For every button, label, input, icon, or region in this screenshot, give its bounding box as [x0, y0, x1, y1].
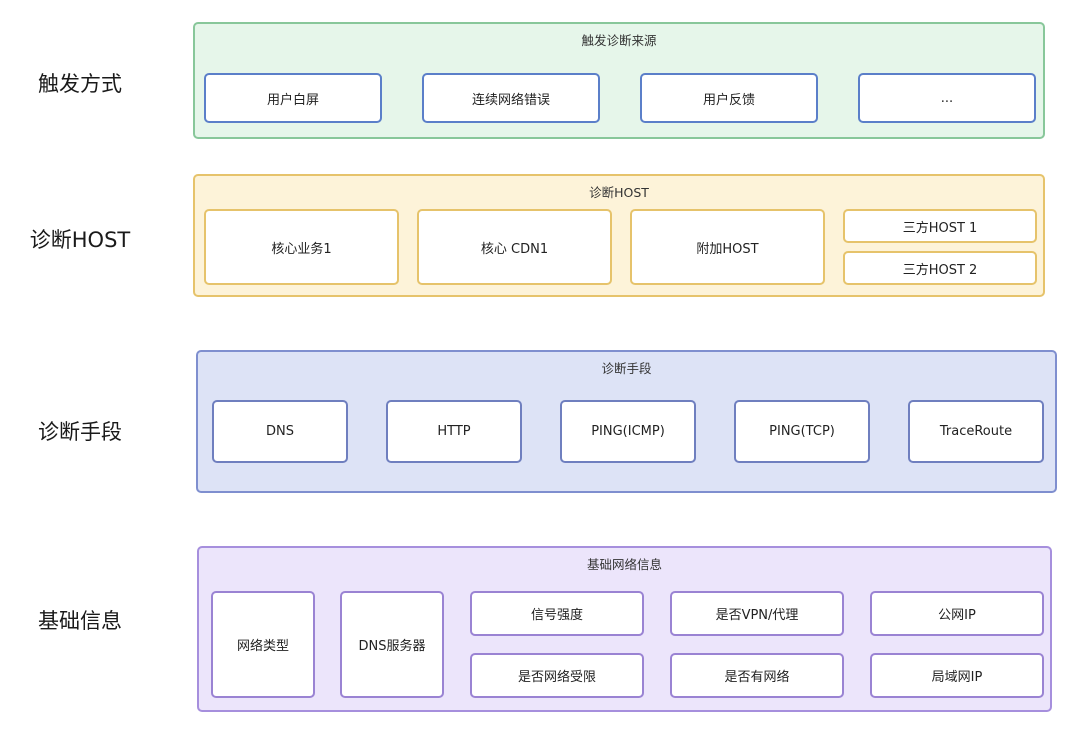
host-group-title: 诊断HOST [589, 185, 649, 200]
host-item-extra-host: 附加HOST [630, 209, 825, 285]
method-item-ping-tcp: PING(TCP) [734, 400, 870, 463]
base-item-network-type: 网络类型 [211, 591, 315, 698]
trigger-item-network-error: 连续网络错误 [422, 73, 600, 123]
trigger-group: 触发诊断来源 用户白屏 连续网络错误 用户反馈 ... [193, 22, 1045, 139]
trigger-item-more: ... [858, 73, 1036, 123]
base-item-dns-server: DNS服务器 [340, 591, 444, 698]
row-label-base: 基础信息 [38, 609, 122, 633]
host-item-third-party-2: 三方HOST 2 [843, 251, 1037, 285]
base-item-network-restricted: 是否网络受限 [470, 653, 644, 698]
host-item-core-business: 核心业务1 [204, 209, 399, 285]
method-group: 诊断手段 DNS HTTP PING(ICMP) PING(TCP) Trace… [196, 350, 1057, 493]
method-item-dns: DNS [212, 400, 348, 463]
method-item-http: HTTP [386, 400, 522, 463]
base-item-signal-strength: 信号强度 [470, 591, 644, 636]
host-item-core-cdn: 核心 CDN1 [417, 209, 612, 285]
base-item-has-network: 是否有网络 [670, 653, 844, 698]
host-group: 诊断HOST 核心业务1 核心 CDN1 附加HOST 三方HOST 1 三方H… [193, 174, 1045, 297]
base-item-vpn-proxy: 是否VPN/代理 [670, 591, 844, 636]
row-label-host: 诊断HOST [29, 228, 131, 252]
method-group-title: 诊断手段 [601, 361, 652, 376]
host-item-third-party-1: 三方HOST 1 [843, 209, 1037, 243]
base-group: 基础网络信息 网络类型 DNS服务器 信号强度 是否VPN/代理 公网IP 是否… [197, 546, 1052, 712]
row-label-method: 诊断手段 [38, 420, 122, 444]
method-item-ping-icmp: PING(ICMP) [560, 400, 696, 463]
trigger-group-title: 触发诊断来源 [581, 33, 657, 48]
base-item-lan-ip: 局域网IP [870, 653, 1044, 698]
base-group-title: 基础网络信息 [586, 557, 662, 572]
method-item-traceroute: TraceRoute [908, 400, 1044, 463]
trigger-item-feedback: 用户反馈 [640, 73, 818, 123]
trigger-item-white-screen: 用户白屏 [204, 73, 382, 123]
row-label-trigger: 触发方式 [38, 72, 122, 96]
base-item-public-ip: 公网IP [870, 591, 1044, 636]
